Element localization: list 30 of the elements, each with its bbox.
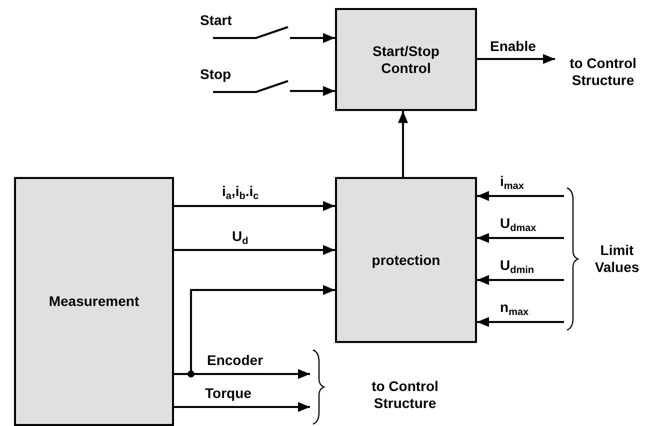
arrow — [290, 86, 335, 96]
arrow — [398, 111, 408, 177]
arrow — [477, 191, 564, 201]
target-text: to Control Structure — [555, 55, 651, 95]
edge-label: i$_{max}$ — [500, 173, 524, 189]
edge-label: U$_{dmax}$ — [500, 215, 536, 231]
arrow — [290, 33, 335, 43]
edge-label: Encoder — [207, 352, 264, 368]
edge-label: i$_{a}$,i$_{b}$.i$_{c}$ — [222, 183, 259, 199]
process-box — [335, 8, 477, 111]
arrow — [477, 54, 555, 64]
arrow — [174, 245, 335, 255]
edge-label: Enable — [490, 38, 536, 54]
arrow — [477, 275, 564, 285]
box-label: Start/Stop Control — [372, 42, 440, 76]
switch-label: Start — [200, 12, 232, 29]
edge-label: Torque — [205, 385, 252, 401]
edge-label: U$_{dmin}$ — [500, 257, 534, 273]
arrow — [477, 233, 564, 243]
annotation-text: to Control Structure — [370, 378, 440, 412]
edge-label: U$_{d}$ — [232, 228, 248, 244]
process-box — [335, 177, 477, 343]
arrow — [477, 317, 564, 327]
box-label: protection — [372, 252, 440, 268]
switch-label: Stop — [200, 66, 232, 83]
arrow — [174, 201, 335, 211]
annotation-text: Limit Values — [594, 242, 640, 276]
process-box — [14, 177, 174, 426]
box-label: Measurement — [48, 293, 140, 310]
arrow — [174, 402, 310, 412]
